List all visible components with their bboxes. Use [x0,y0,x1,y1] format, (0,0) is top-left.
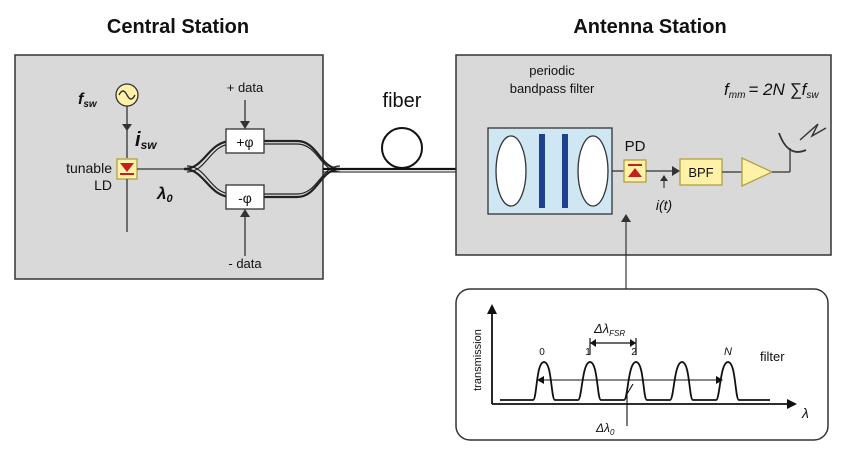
fiber-label: fiber [383,90,422,112]
frequency-formula: fmm= 2N ∑fsw [724,80,819,101]
antenna-station-title: Antenna Station [573,16,726,38]
current-label: i(t) [656,197,672,213]
filter-plate-left [539,134,545,208]
current-marker-arrow [660,175,668,181]
bpf-box [679,158,723,186]
spectrum-plot: λ transmission ΔλFSR 0 1 2 N filter Δλ0 [472,304,809,437]
lambda0-label: λ0 [156,184,173,205]
filter-plate-right [562,134,568,208]
plus-data-arrow [240,121,250,129]
antenna-dish-icon [778,132,807,153]
filter-label-line2: bandpass filter [510,81,595,96]
central-station-title: Central Station [107,16,249,38]
fiber-coil-icon [381,127,423,169]
radio-wave-icon [799,123,827,141]
fsw-label: fsw [78,91,98,110]
minus-data-arrow [240,209,250,217]
filter-label-line1: periodic [529,63,575,78]
tunable-ld-label-line1: tunable [66,160,112,176]
minus-phase-label: -φ [238,190,252,206]
peak-label-2: 2 [631,347,637,358]
central-station-panel [14,54,324,280]
pd-label: PD [625,138,646,155]
fsr-arrow-right [630,339,636,347]
peak-label-n: N [724,346,732,358]
minus-data-label: - data [228,256,262,271]
peak-label-0: 0 [539,347,545,358]
tunable-ld-label-line2: LD [94,177,112,193]
lambda-sweep-arrow-right [716,376,723,384]
spectrum-inset-frame [455,288,829,441]
sine-wave-icon [118,90,136,100]
pd-to-bpf-arrow [672,166,680,176]
fsr-arrow-left [590,339,596,347]
spectrum-y-label: transmission [472,329,484,391]
delta-lambda0-pointer [626,383,634,426]
amplifier-icon [741,156,774,188]
spectrum-x-label: λ [801,405,809,421]
plus-phase-label: +φ [236,134,253,150]
bpf-label: BPF [688,165,713,180]
spectrum-y-axis-arrow [487,304,497,314]
peak-label-1: 1 [585,347,591,358]
filter-curve-label: filter [760,349,785,364]
laser-diode-icon [120,163,134,172]
spectrum-x-axis-arrow [787,399,797,409]
delta-lambda0-label: Δλ0 [595,421,615,437]
fsr-label: ΔλFSR [593,321,625,338]
filter-lens-left [495,135,527,207]
transmission-peaks-curve [500,361,770,401]
photodiode-icon [628,168,642,177]
inset-connector-arrow [621,214,631,222]
filter-lens-right [577,135,609,207]
lambda-sweep-arrow-left [537,376,544,384]
oscillator-arrow [122,124,132,131]
isw-label: isw [135,129,157,152]
plus-data-label: + data [227,80,264,95]
